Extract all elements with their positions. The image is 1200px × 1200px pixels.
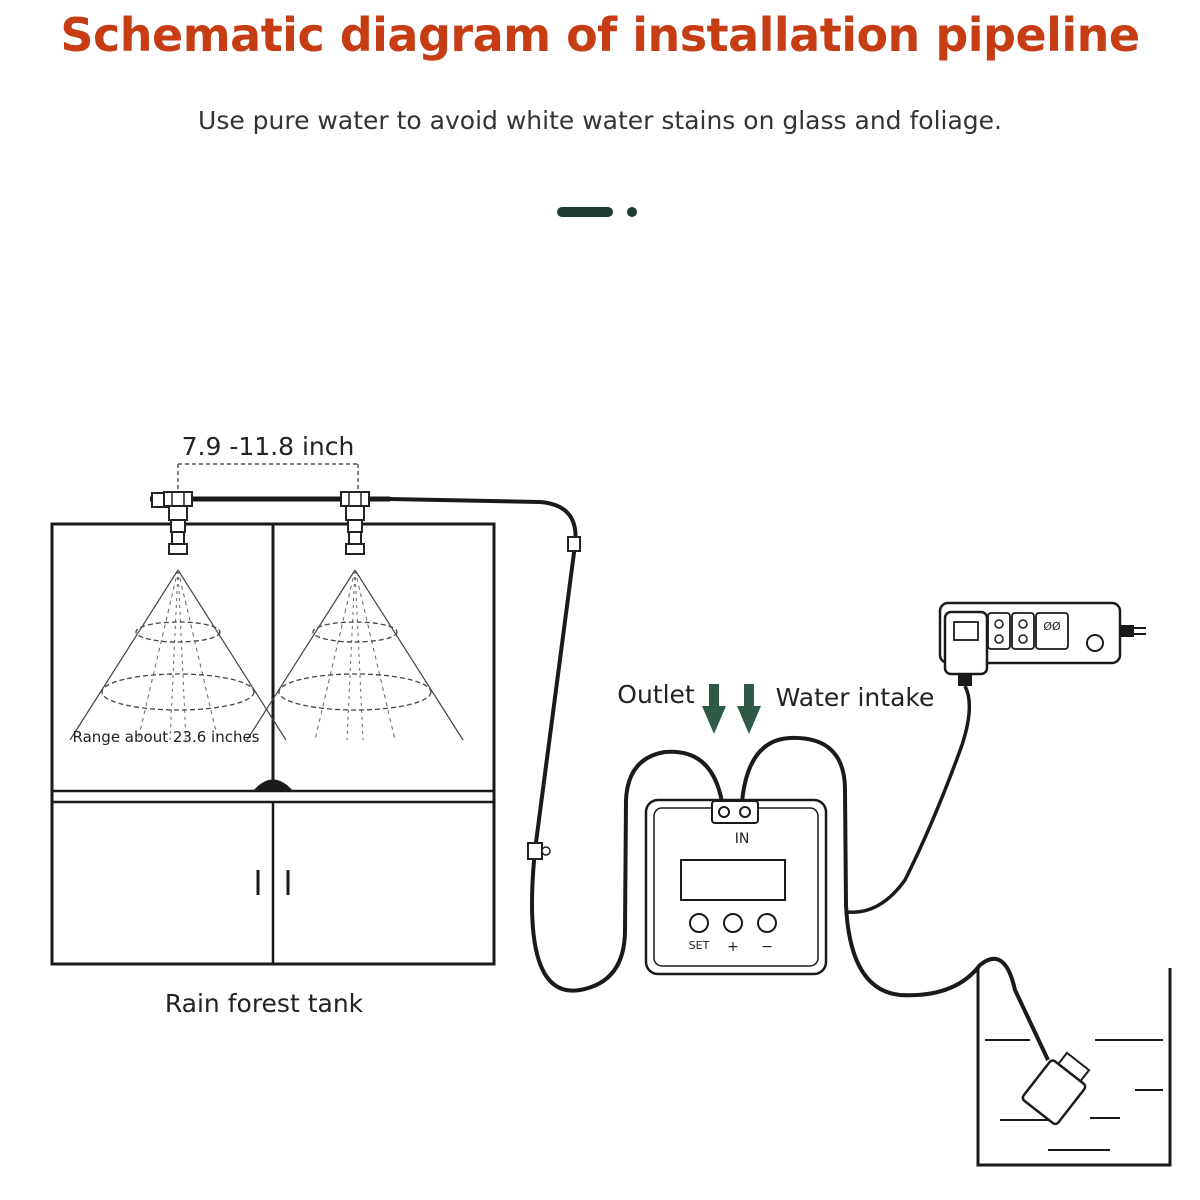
spray-cone-left — [69, 569, 287, 741]
rain-forest-tank — [50, 522, 496, 966]
page-title: Schematic diagram of installation pipeli… — [60, 8, 1140, 62]
intake-port — [739, 806, 751, 818]
power-adapter — [943, 610, 989, 686]
divider-dash — [557, 207, 613, 217]
socket-2 — [1011, 612, 1035, 650]
tank-label: Rain forest tank — [165, 989, 364, 1018]
range-label: Range about 23.6 inches — [73, 728, 260, 746]
power-plug-icon — [1120, 625, 1134, 637]
socket-3 — [1035, 612, 1069, 650]
divider-dot — [627, 207, 637, 217]
misting-controller: IN SET + − — [644, 798, 828, 976]
outlet-arrow-icon — [702, 684, 726, 734]
power-cable — [846, 685, 972, 914]
hose-clip-lower — [527, 842, 543, 860]
power-switch[interactable] — [1086, 634, 1104, 652]
reservoir-container — [976, 968, 1172, 1167]
water-reservoir — [976, 968, 1172, 1167]
outlet-port — [718, 806, 730, 818]
intake-hose — [740, 735, 1050, 1061]
set-button[interactable] — [689, 913, 709, 933]
outlet-label: Outlet — [617, 680, 695, 709]
water-intake-label: Water intake — [776, 683, 935, 712]
socket-label: ØØ — [1043, 620, 1061, 633]
port-label: IN — [735, 831, 750, 847]
spray-cone-right — [246, 569, 464, 741]
minus-button-label: − — [761, 939, 773, 955]
page-subtitle: Use pure water to avoid white water stai… — [198, 106, 1002, 135]
set-button-label: SET — [689, 939, 710, 952]
intake-filter — [1021, 1051, 1091, 1126]
spacing-label: 7.9 -11.8 inch — [182, 432, 355, 461]
hose-clip-upper — [567, 536, 581, 552]
lcd-display — [680, 859, 786, 901]
plus-button[interactable] — [723, 913, 743, 933]
intake-arrow-icon — [737, 684, 761, 734]
minus-button[interactable] — [757, 913, 777, 933]
plus-button-label: + — [727, 939, 739, 955]
title-divider — [557, 205, 647, 219]
divider-base — [253, 779, 293, 791]
